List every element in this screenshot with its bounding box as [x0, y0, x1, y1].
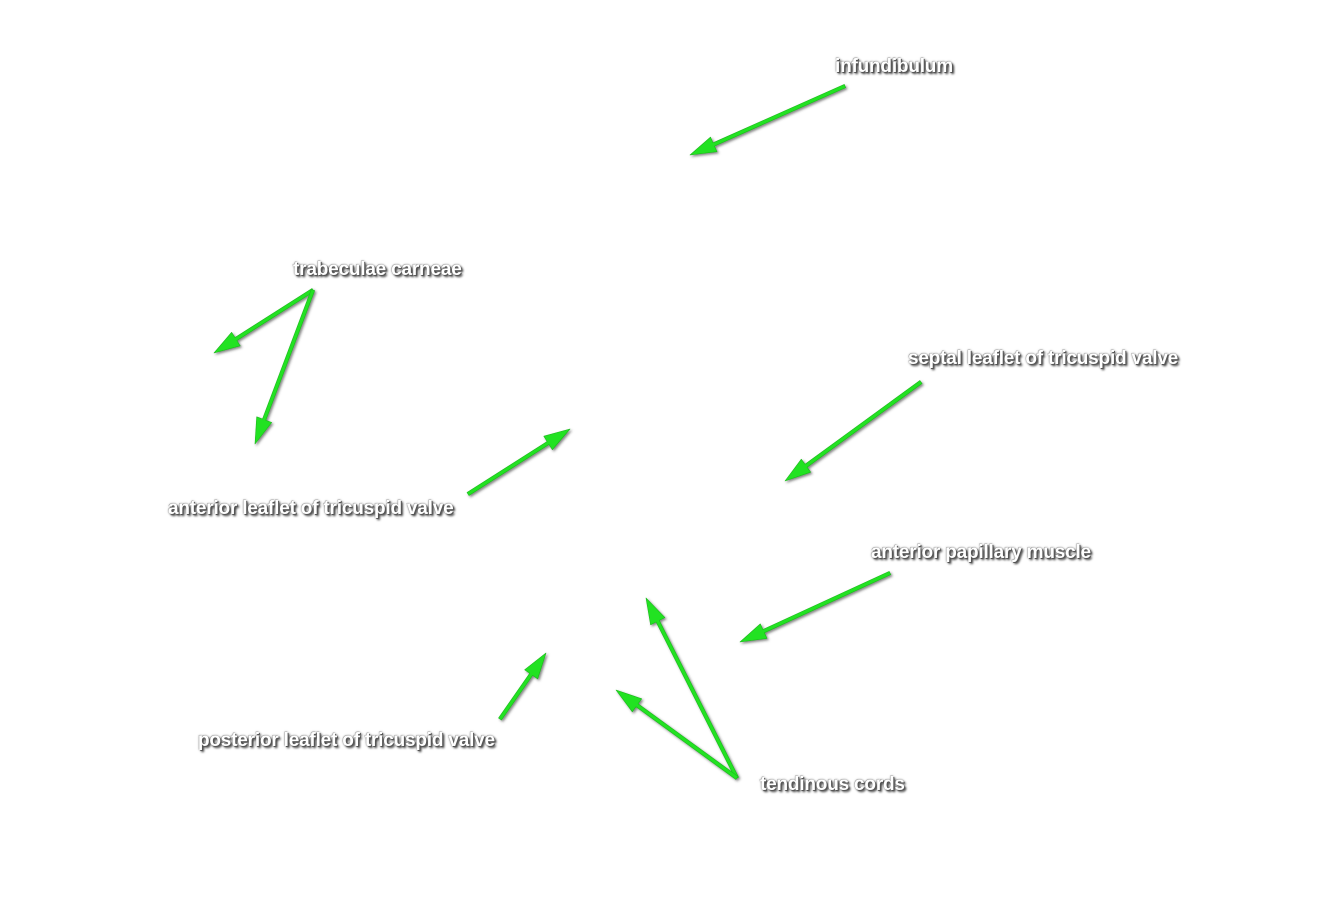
arrow-trabeculae-carneae-2 [254, 289, 316, 445]
arrow-infundibulum [689, 84, 847, 156]
label-septal-leaflet: septal leaflet of tricuspid valve [908, 348, 1179, 369]
arrow-anterior-leaflet [466, 428, 571, 496]
label-anterior-papillary-muscle: anterior papillary muscle [871, 542, 1091, 563]
label-tendinous-cords: tendinous cords [760, 774, 905, 795]
label-anterior-leaflet: anterior leaflet of tricuspid valve [168, 498, 454, 519]
arrow-tendinous-cords-2 [615, 689, 739, 780]
arrow-tendinous-cords-1 [645, 597, 739, 780]
arrow-anterior-papillary [739, 571, 892, 643]
label-posterior-leaflet: posterior leaflet of tricuspid valve [198, 730, 495, 751]
arrow-septal-leaflet [784, 380, 923, 482]
label-trabeculae-carneae: trabeculae carneae [293, 259, 462, 280]
label-infundibulum: infundibulum [835, 56, 953, 77]
arrow-trabeculae-carneae-1 [213, 288, 315, 354]
arrow-posterior-leaflet [498, 652, 547, 721]
